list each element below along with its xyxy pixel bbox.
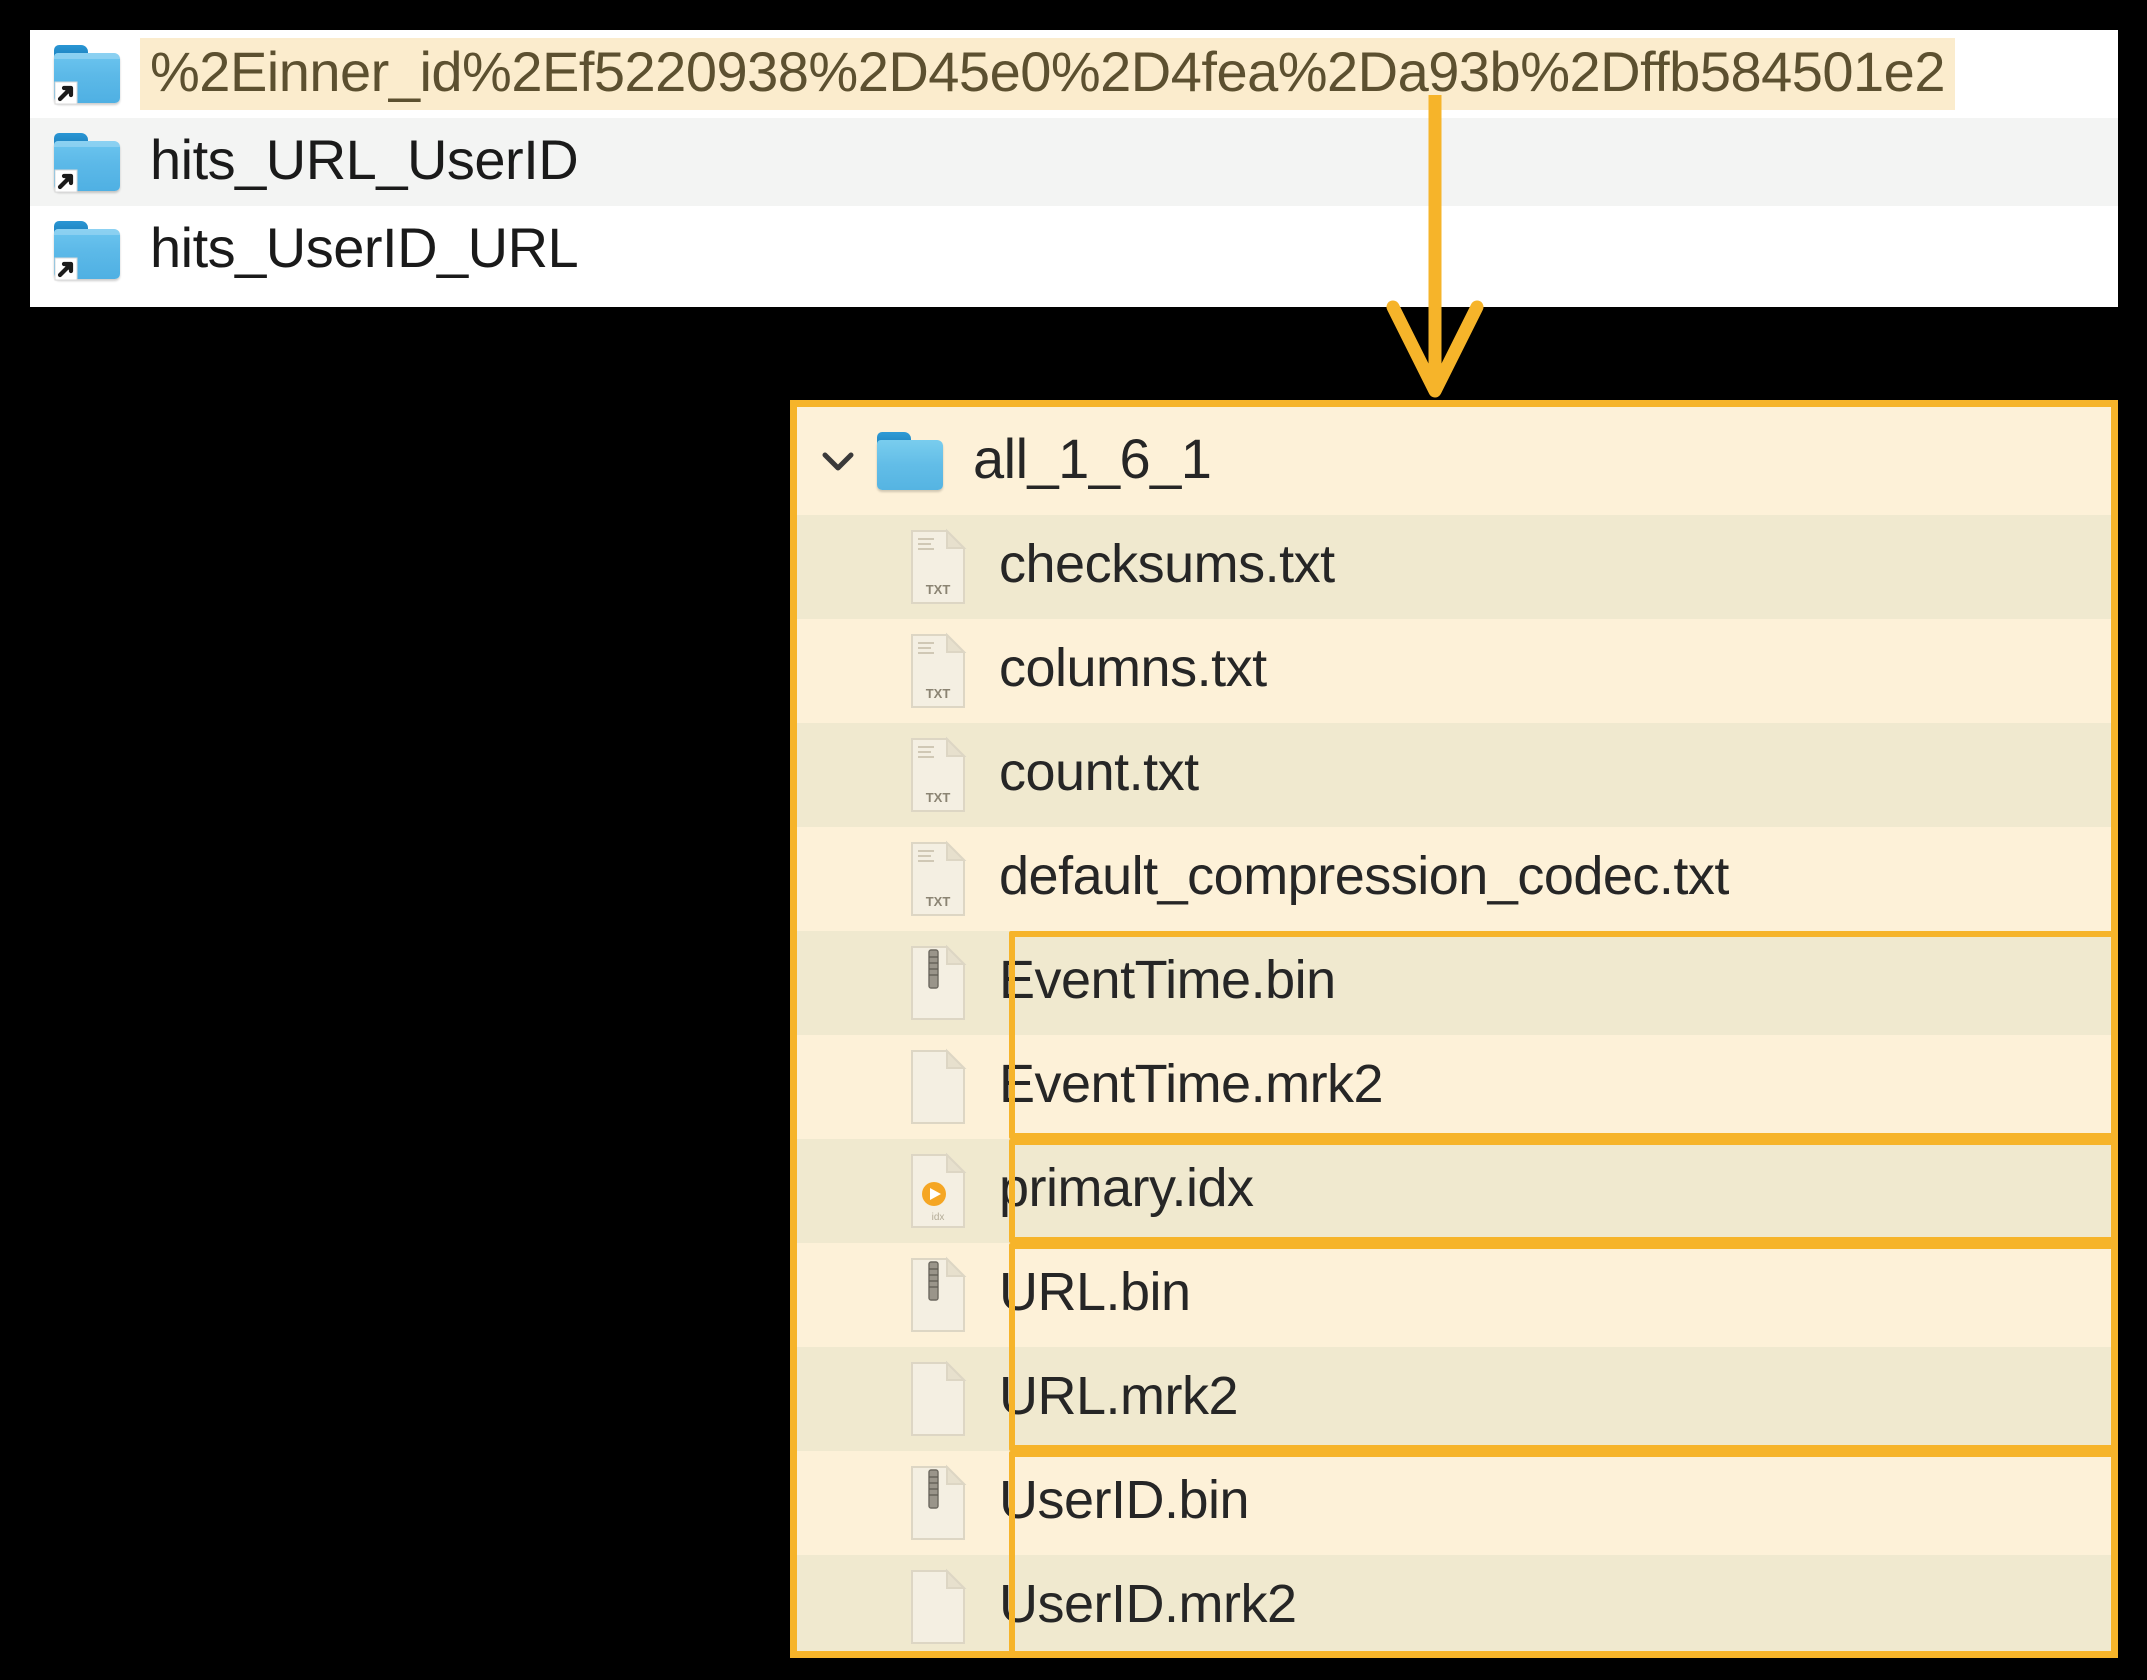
txt-file-icon: TXT (907, 736, 969, 814)
file-row[interactable]: TXT checksums.txt (797, 515, 2111, 619)
list-item-label: %2Einner_id%2Ef5220938%2D45e0%2D4fea%2Da… (140, 38, 1955, 110)
bin-file-icon (907, 1464, 969, 1542)
file-name-label: UserID.bin (999, 1470, 1250, 1530)
shortcut-arrow-badge-icon (54, 169, 78, 193)
down-arrow-annotation-icon (1386, 95, 1484, 398)
svg-text:TXT: TXT (926, 582, 951, 597)
bin-file-icon (907, 1256, 969, 1334)
idx-file-icon: idx (907, 1152, 969, 1230)
folder-icon (875, 430, 949, 492)
file-name-label: UserID.mrk2 (999, 1574, 1297, 1634)
part-directory-name: all_1_6_1 (973, 427, 1212, 490)
txt-file-icon: TXT (907, 632, 969, 710)
part-directory-header[interactable]: all_1_6_1 (797, 407, 2111, 515)
file-row[interactable]: URL.bin (797, 1243, 2111, 1347)
file-row[interactable]: TXT columns.txt (797, 619, 2111, 723)
bin-file-icon (907, 944, 969, 1022)
folder-shortcut-icon (52, 43, 126, 105)
list-item-label: hits_URL_UserID (150, 128, 579, 191)
list-item[interactable]: hits_URL_UserID (30, 118, 2118, 206)
txt-file-icon: TXT (907, 840, 969, 918)
file-name-label: columns.txt (999, 638, 1267, 698)
shortcut-arrow-badge-icon (54, 81, 78, 105)
svg-text:TXT: TXT (926, 686, 951, 701)
file-name-label: primary.idx (999, 1158, 1254, 1218)
blank-file-icon (907, 1568, 969, 1646)
file-name-label: EventTime.mrk2 (999, 1054, 1384, 1114)
blank-file-icon (907, 1048, 969, 1126)
file-name-label: default_compression_codec.txt (999, 846, 1729, 906)
file-row[interactable]: UserID.bin (797, 1451, 2111, 1555)
chevron-down-icon[interactable] (815, 438, 861, 484)
file-row[interactable]: TXT count.txt (797, 723, 2111, 827)
svg-text:TXT: TXT (926, 894, 951, 909)
txt-file-icon: TXT (907, 528, 969, 606)
file-name-label: URL.bin (999, 1262, 1191, 1322)
file-row[interactable]: idx primary.idx (797, 1139, 2111, 1243)
list-item-label: hits_UserID_URL (150, 216, 579, 279)
file-name-label: checksums.txt (999, 534, 1335, 594)
blank-file-icon (907, 1360, 969, 1438)
svg-text:TXT: TXT (926, 790, 951, 805)
file-row[interactable]: TXT default_compression_codec.txt (797, 827, 2111, 931)
folder-shortcut-icon (52, 131, 126, 193)
list-item[interactable]: hits_UserID_URL (30, 206, 2118, 294)
list-item[interactable]: %2Einner_id%2Ef5220938%2D45e0%2D4fea%2Da… (30, 30, 2118, 118)
svg-text:idx: idx (932, 1212, 945, 1223)
shortcut-arrow-badge-icon (54, 257, 78, 281)
file-name-label: EventTime.bin (999, 950, 1336, 1010)
file-row[interactable]: URL.mrk2 (797, 1347, 2111, 1451)
file-row[interactable]: EventTime.bin (797, 931, 2111, 1035)
file-row[interactable]: UserID.mrk2 (797, 1555, 2111, 1651)
symlink-folder-list: %2Einner_id%2Ef5220938%2D45e0%2D4fea%2Da… (30, 30, 2118, 307)
file-name-label: URL.mrk2 (999, 1366, 1239, 1426)
file-name-label: count.txt (999, 742, 1199, 802)
file-row[interactable]: EventTime.mrk2 (797, 1035, 2111, 1139)
folder-shortcut-icon (52, 219, 126, 281)
